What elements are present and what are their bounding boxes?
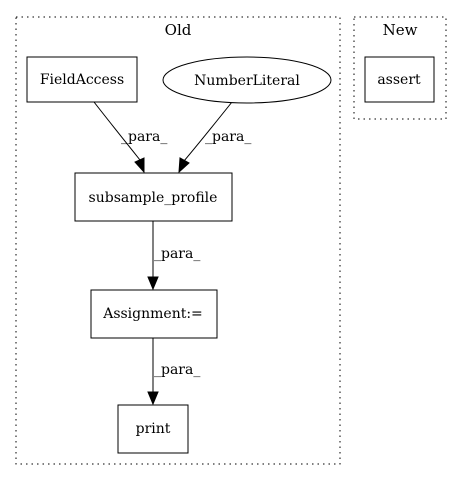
node-assert: assert <box>364 56 435 103</box>
node-label: subsample_profile <box>89 190 218 206</box>
node-print: print <box>117 404 189 454</box>
node-shape <box>26 56 138 103</box>
node-label: print <box>136 421 171 437</box>
cluster-new: New <box>353 16 447 120</box>
edge-label: _para_ <box>205 129 251 145</box>
node-number-literal: NumberLiteral <box>162 56 332 104</box>
edge-line <box>183 101 233 162</box>
arrow-head <box>147 391 159 406</box>
arrow-head <box>134 157 145 174</box>
edge-number-literal-to-subsample: _para_ <box>178 101 251 174</box>
node-assignment: Assignment:= <box>90 289 218 339</box>
node-label: Assignment:= <box>102 306 203 322</box>
cluster-new-label: New <box>383 21 418 39</box>
arrow-head <box>178 157 190 174</box>
cluster-new-border <box>353 16 447 120</box>
edge-subsample-to-assignment: _para_ <box>147 221 200 291</box>
edge-label: _para_ <box>154 362 200 378</box>
edge-assignment-to-print: _para_ <box>147 338 200 406</box>
edge-field-access-to-subsample: _para_ <box>93 101 167 174</box>
node-subsample-profile: subsample_profile <box>74 172 233 222</box>
node-shape <box>90 289 218 339</box>
cluster-old-label: Old <box>165 21 192 39</box>
edge-label: _para_ <box>154 246 200 262</box>
edge-line <box>93 101 141 161</box>
node-label: assert <box>377 72 421 88</box>
cluster-old: Old <box>15 16 341 465</box>
node-label: NumberLiteral <box>194 73 300 89</box>
node-shape <box>364 56 435 103</box>
node-shape <box>162 56 332 104</box>
node-label: FieldAccess <box>40 72 124 88</box>
edge-label: _para_ <box>121 129 167 145</box>
node-field-access: FieldAccess <box>26 56 138 103</box>
node-shape <box>117 404 189 454</box>
node-shape <box>74 172 233 222</box>
arrow-head <box>147 276 159 291</box>
